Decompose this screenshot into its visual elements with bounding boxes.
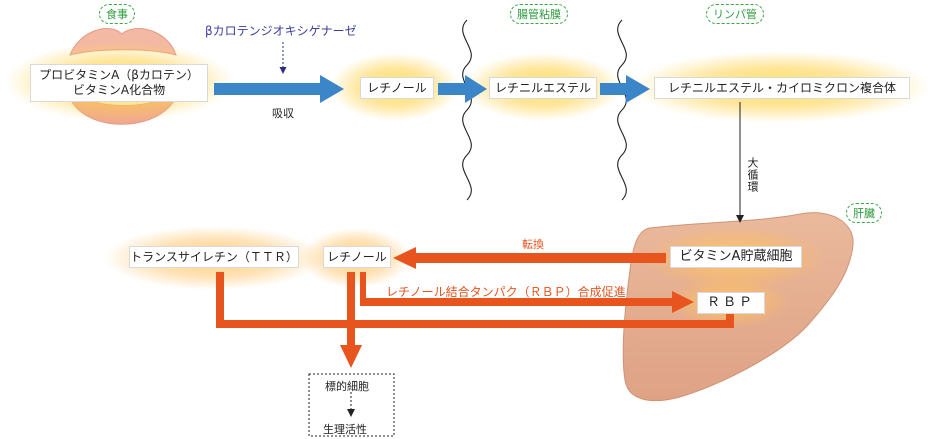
chylomicron-complex-box: レチニルエステル・カイロミクロン複合体	[654, 77, 910, 99]
rbp-synthesis-label: レチノール結合タンパク（ＲＢＰ）合成促進	[386, 285, 626, 299]
retinol-box-2: レチノール	[323, 246, 391, 268]
provitamin-box: プロビタミンA（βカロテン） ビタミンA化合物	[30, 64, 208, 102]
intestinal-mucosa-tag: 腸管粘膜	[510, 4, 568, 24]
storage-cells-box: ビタミンA貯蔵細胞	[670, 246, 802, 268]
conversion-label: 転換	[522, 238, 544, 251]
absorption-label: 吸収	[272, 107, 294, 120]
target-cells-label: 標的細胞	[325, 380, 369, 393]
provitamin-line2: ビタミンA化合物	[72, 83, 166, 97]
provitamin-line1: プロビタミンA（βカロテン）	[39, 68, 199, 82]
liver-tag: 肝臓	[846, 203, 882, 223]
ttr-box: トランスサイレチン（ＴＴＲ）	[129, 246, 299, 268]
ester-to-complex-arrow	[600, 75, 650, 103]
circulation-label: 大循環	[746, 157, 759, 193]
enzyme-label: βカロテンジオキシゲナーゼ	[205, 24, 357, 38]
lymph-tag: リンパ管	[706, 4, 764, 24]
meal-tag: 食事	[99, 4, 135, 24]
to-target-arrow	[340, 272, 362, 368]
intestinal-membrane-line	[462, 19, 472, 201]
blue-arrows	[214, 75, 650, 103]
retinyl-ester-box: レチニルエステル	[489, 77, 597, 99]
bioactivity-label: 生理活性	[323, 423, 367, 436]
ttr-complex-line	[216, 272, 734, 328]
rbp-synthesis-arrow	[360, 272, 694, 313]
lymph-membrane-line	[617, 19, 627, 201]
orange-arrows	[216, 247, 734, 368]
retinol-box-1: レチノール	[360, 77, 434, 99]
conversion-arrow	[393, 247, 666, 269]
retinol-to-ester-arrow	[438, 75, 487, 103]
rbp-box: ＲＢＰ	[697, 292, 765, 314]
absorption-arrow	[214, 75, 344, 103]
